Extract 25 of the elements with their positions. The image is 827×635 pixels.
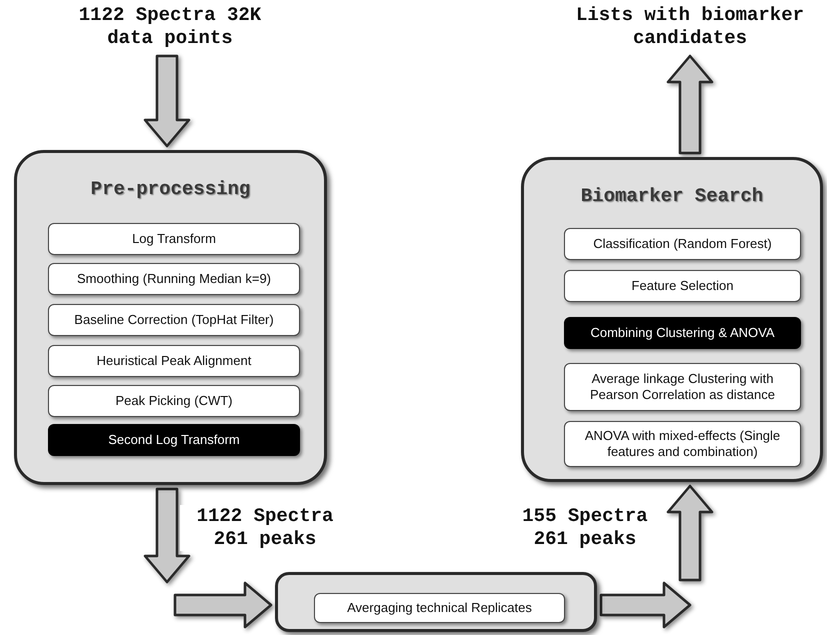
block-arrow: [666, 54, 714, 154]
block-arrow: [144, 488, 190, 584]
process-step-box: Heuristical Peak Alignment: [48, 345, 300, 377]
block-arrow: [144, 54, 190, 148]
data-label: 1122 Spectra 32K data points: [75, 2, 265, 52]
process-step-box: Average linkage Clustering with Pearson Correlation as distance: [564, 363, 801, 411]
highlighted-step-box: Combining Clustering & ANOVA: [564, 317, 801, 349]
stage-panel: [521, 157, 823, 482]
process-step-box: Log Transform: [48, 223, 300, 255]
process-step-box: Smoothing (Running Median k=9): [48, 263, 300, 295]
process-step-box: Feature Selection: [564, 270, 801, 302]
process-step-box: Peak Picking (CWT): [48, 385, 300, 417]
block-arrow: [666, 484, 714, 582]
panel-title: Biomarker Search: [580, 184, 764, 209]
block-arrow: [600, 582, 692, 628]
stage-panel: [275, 572, 597, 632]
process-step-box: Classification (Random Forest): [564, 228, 801, 260]
process-step-box: ANOVA with mixed-effects (Single features and combination): [564, 421, 801, 467]
highlighted-step-box: Second Log Transform: [48, 424, 300, 456]
process-step-box: Avergaging technical Replicates: [314, 593, 565, 623]
block-arrow: [174, 582, 272, 628]
process-step-box: Baseline Correction (TopHat Filter): [48, 304, 300, 336]
data-label: Lists with biomarker candidates: [540, 2, 827, 52]
panel-title: Pre-processing: [90, 177, 252, 202]
stage-panel: [14, 150, 327, 485]
